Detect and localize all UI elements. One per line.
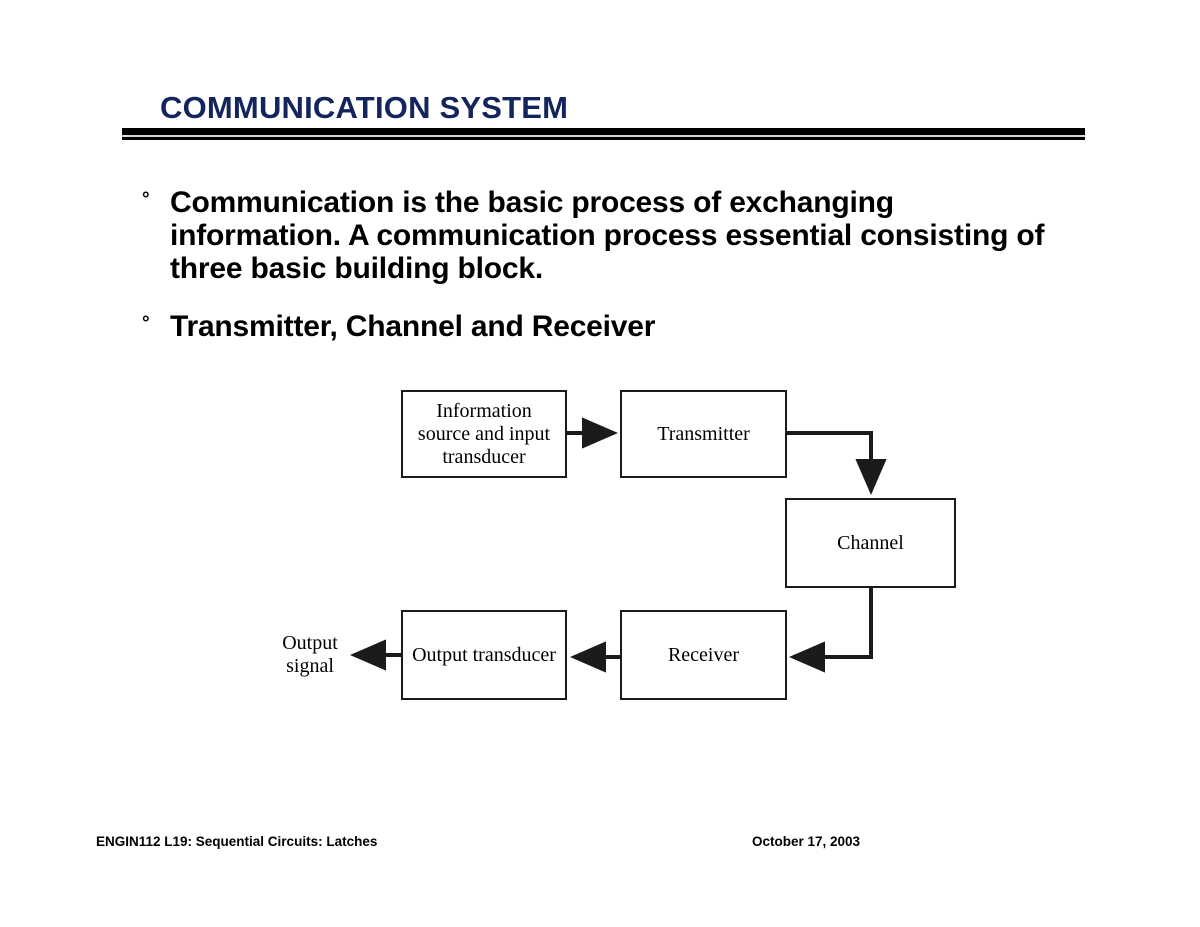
bullet-text-2: Transmitter, Channel and Receiver [170, 310, 656, 343]
diagram-block-receiver-label: Receiver [667, 643, 740, 666]
page-title: COMMUNICATION SYSTEM [160, 90, 569, 125]
diagram-block-receiver: Receiver [620, 610, 787, 700]
bullet-item-2: ° Transmitter, Channel and Receiver [142, 310, 1072, 343]
diagram-label-output-signal: Output signal [282, 632, 338, 677]
diagram-block-output-transducer-label: Output transducer [412, 643, 556, 666]
bullet-marker-icon: ° [142, 189, 150, 210]
footer-date-label: October 17, 2003 [752, 834, 861, 849]
diagram-block-transmitter-label: Transmitter [657, 422, 750, 445]
bullet-item-1: ° Communication is the basic process of … [142, 186, 1072, 285]
diagram-block-output-transducer: Output transducer [401, 610, 567, 700]
bullet-text-1: Communication is the basic process of ex… [170, 186, 1045, 285]
connector-channel-to-receiver [789, 588, 873, 673]
diagram-block-channel-label: Channel [837, 531, 904, 554]
bullet-marker-icon: ° [142, 313, 150, 334]
diagram-block-source: Information source and input transducer [401, 390, 567, 478]
title-divider-gap [122, 135, 1085, 137]
footer-course-label: ENGIN112 L19: Sequential Circuits: Latch… [96, 834, 378, 849]
title-divider-thin [122, 137, 1085, 140]
diagram-block-source-label: Information source and input transducer [417, 399, 551, 468]
diagram-block-transmitter: Transmitter [620, 390, 787, 478]
connector-transmitter-to-channel [787, 431, 887, 495]
diagram-block-channel: Channel [785, 498, 956, 588]
title-divider-thick [122, 128, 1085, 135]
